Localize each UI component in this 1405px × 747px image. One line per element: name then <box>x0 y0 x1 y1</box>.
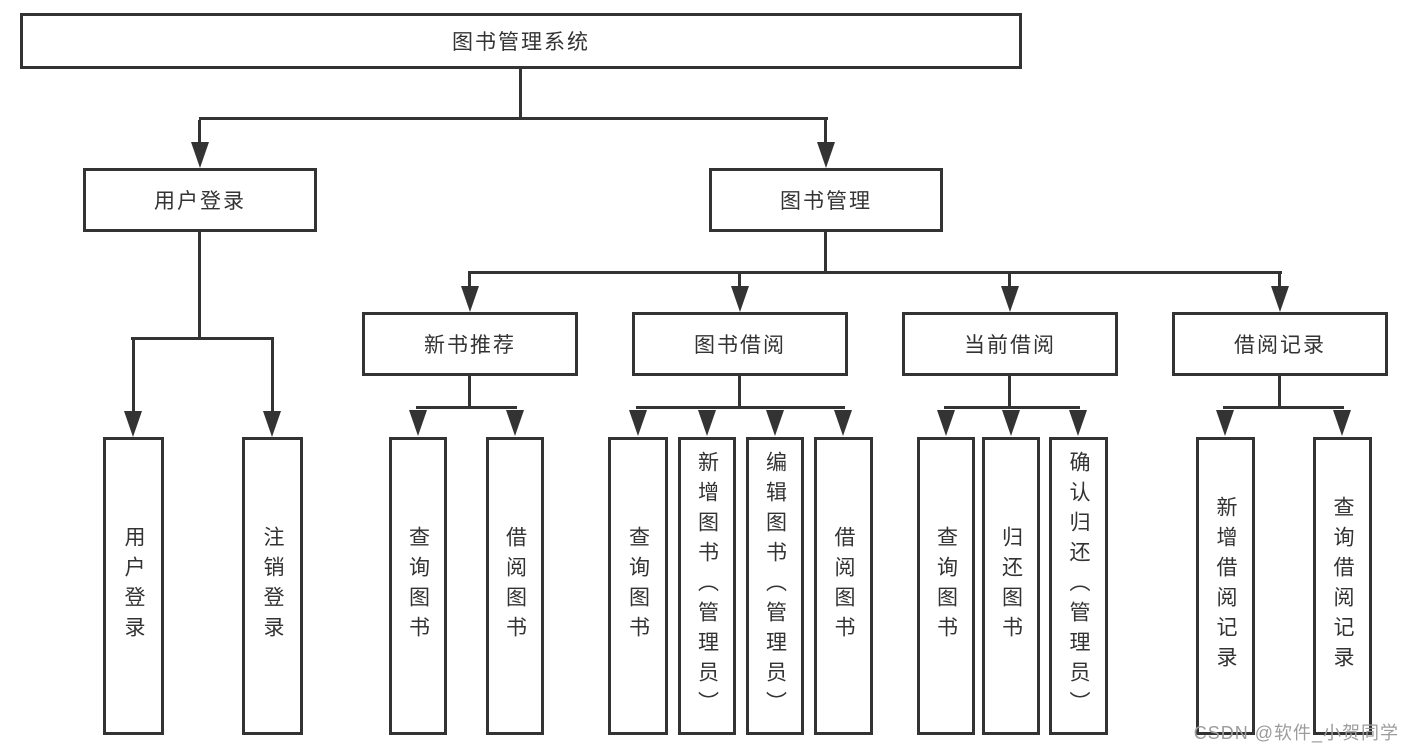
connector-vline <box>198 232 201 339</box>
arrowhead-down-icon <box>1002 410 1020 436</box>
leaf-borrow-books-borrowing-label: 借阅图书 <box>832 526 855 646</box>
arrowhead-down-icon <box>834 410 852 436</box>
leaf-query-books-borrowing-label: 查询图书 <box>626 526 650 646</box>
leaf-logout-login: 注销登录 <box>242 437 303 735</box>
leaf-query-books-recommend-label: 查询图书 <box>406 526 430 646</box>
arrowhead-down-icon <box>766 410 784 436</box>
arrowhead-down-icon <box>124 411 142 437</box>
arrowhead-down-icon <box>1001 286 1019 312</box>
leaf-query-books-current: 查询图书 <box>917 437 975 735</box>
node-new-book-recommendation-label: 新书推荐 <box>424 334 516 357</box>
arrowhead-down-icon <box>731 286 749 312</box>
node-book-management-label: 图书管理 <box>780 190 872 213</box>
connector-vline <box>271 340 274 413</box>
node-user-login-label: 用户登录 <box>154 190 246 213</box>
connector-vline <box>1278 274 1281 288</box>
watermark: CSDN @软件_小贺同学 <box>1193 723 1399 743</box>
connector-hline <box>199 117 828 120</box>
arrowhead-down-icon <box>629 410 647 436</box>
node-book-management: 图书管理 <box>709 168 943 232</box>
connector-vline <box>468 376 471 409</box>
connector-hline <box>131 337 274 340</box>
leaf-return-books: 归还图书 <box>982 437 1040 735</box>
node-current-borrowing-label: 当前借阅 <box>964 334 1056 357</box>
leaf-query-borrow-record-label: 查询借阅记录 <box>1331 496 1354 676</box>
leaf-borrow-books-borrowing: 借阅图书 <box>814 437 873 735</box>
node-borrowing-records: 借阅记录 <box>1172 312 1388 376</box>
leaf-user-login: 用户登录 <box>103 437 164 735</box>
leaf-query-books-recommend: 查询图书 <box>389 437 447 735</box>
node-root-label: 图书管理系统 <box>452 31 590 54</box>
leaf-add-books-admin-label: 新增图书（管理员） <box>695 451 719 721</box>
connector-hline <box>468 271 1282 274</box>
connector-vline <box>1278 376 1281 409</box>
leaf-borrow-books-recommend-label: 借阅图书 <box>503 526 527 646</box>
leaf-user-login-label: 用户登录 <box>122 526 145 646</box>
leaf-query-books-current-label: 查询图书 <box>934 526 958 646</box>
connector-vline <box>738 376 741 409</box>
arrowhead-down-icon <box>1216 410 1234 436</box>
arrowhead-down-icon <box>461 286 479 312</box>
connector-vline <box>1008 376 1011 409</box>
node-root: 图书管理系统 <box>20 13 1022 69</box>
leaf-add-borrow-record: 新增借阅记录 <box>1196 437 1255 735</box>
node-current-borrowing: 当前借阅 <box>902 312 1118 376</box>
leaf-borrow-books-recommend: 借阅图书 <box>486 437 544 735</box>
connector-vline <box>824 232 827 273</box>
leaf-add-borrow-record-label: 新增借阅记录 <box>1214 496 1237 676</box>
leaf-confirm-return-admin-label: 确认归还（管理员） <box>1067 451 1090 721</box>
arrowhead-down-icon <box>263 411 281 437</box>
arrowhead-down-icon <box>817 142 835 168</box>
node-book-borrowing-label: 图书借阅 <box>694 334 786 357</box>
node-new-book-recommendation: 新书推荐 <box>362 312 578 376</box>
connector-hline <box>636 406 845 409</box>
leaf-confirm-return-admin: 确认归还（管理员） <box>1049 437 1108 735</box>
connector-vline <box>738 274 741 288</box>
leaf-query-books-borrowing: 查询图书 <box>608 437 668 735</box>
arrowhead-down-icon <box>698 410 716 436</box>
connector-hline <box>416 406 517 409</box>
arrowhead-down-icon <box>409 410 427 436</box>
leaf-return-books-label: 归还图书 <box>999 526 1023 646</box>
leaf-edit-books-admin-label: 编辑图书（管理员） <box>763 451 787 721</box>
arrowhead-down-icon <box>506 410 524 436</box>
connector-vline <box>468 274 471 288</box>
arrowhead-down-icon <box>1333 410 1351 436</box>
node-user-login: 用户登录 <box>83 168 317 232</box>
leaf-logout-login-label: 注销登录 <box>261 526 284 646</box>
node-borrowing-records-label: 借阅记录 <box>1234 334 1326 357</box>
arrowhead-down-icon <box>191 142 209 168</box>
node-book-borrowing: 图书借阅 <box>632 312 848 376</box>
connector-vline <box>824 120 827 144</box>
connector-hline <box>944 406 1080 409</box>
arrowhead-down-icon <box>937 410 955 436</box>
leaf-add-books-admin: 新增图书（管理员） <box>678 437 736 735</box>
arrowhead-down-icon <box>1271 286 1289 312</box>
leaf-query-borrow-record: 查询借阅记录 <box>1313 437 1372 735</box>
connector-vline <box>132 340 135 413</box>
leaf-edit-books-admin: 编辑图书（管理员） <box>746 437 804 735</box>
connector-vline <box>519 69 522 120</box>
arrowhead-down-icon <box>1069 410 1087 436</box>
connector-hline <box>1223 406 1344 409</box>
connector-vline <box>1008 274 1011 288</box>
connector-vline <box>198 120 201 144</box>
